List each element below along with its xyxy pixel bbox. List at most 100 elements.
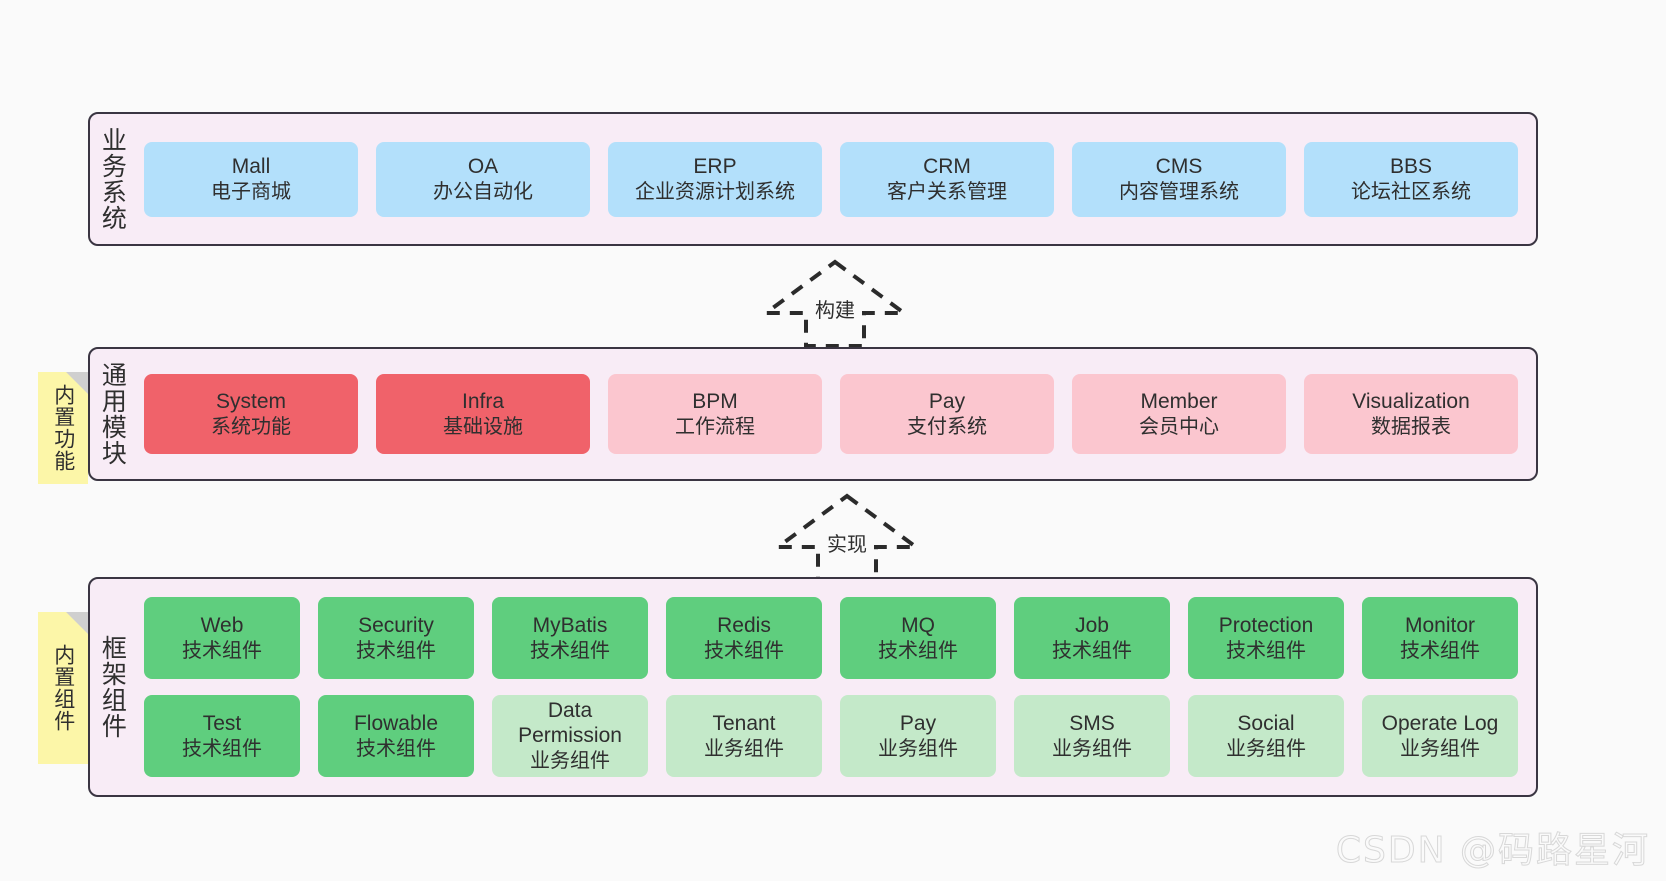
card-subtitle: 技术组件	[704, 637, 784, 662]
arrow-build: 构建	[759, 258, 911, 350]
card-title: Tenant	[712, 711, 776, 735]
card-title: ERP	[693, 154, 737, 178]
card-subtitle: 支付系统	[907, 413, 987, 438]
card-title: CMS	[1155, 154, 1203, 178]
card-title: MQ	[901, 613, 935, 637]
card-subtitle: 业务组件	[878, 735, 958, 760]
common-card-system[interactable]: System 系统功能	[144, 374, 358, 454]
card-subtitle: 电子商城	[211, 178, 291, 203]
card-subtitle: 系统功能	[211, 413, 291, 438]
card-subtitle: 业务组件	[530, 747, 610, 772]
framework-card-monitor[interactable]: Monitor 技术组件	[1362, 597, 1518, 679]
framework-card-operate-log[interactable]: Operate Log 业务组件	[1362, 695, 1518, 777]
note-label: 内置组件	[51, 644, 76, 732]
business-card-erp[interactable]: ERP 企业资源计划系统	[608, 141, 822, 217]
common-card-member[interactable]: Member 会员中心	[1072, 374, 1286, 454]
business-card-oa[interactable]: OA 办公自动化	[376, 141, 590, 217]
framework-card-flowable[interactable]: Flowable 技术组件	[318, 695, 474, 777]
common-card-visualization[interactable]: Visualization 数据报表	[1304, 374, 1518, 454]
card-subtitle: 技术组件	[356, 637, 436, 662]
card-title: SMS	[1069, 711, 1115, 735]
framework-card-mq[interactable]: MQ 技术组件	[840, 597, 996, 679]
framework-card-tenant[interactable]: Tenant 业务组件	[666, 695, 822, 777]
framework-business-row: Test 技术组件 Flowable 技术组件 Data Permission …	[144, 695, 1518, 777]
framework-card-web[interactable]: Web 技术组件	[144, 597, 300, 679]
card-subtitle: 企业资源计划系统	[635, 178, 795, 203]
card-title: Visualization	[1352, 389, 1470, 413]
common-card-infra[interactable]: Infra 基础设施	[376, 374, 590, 454]
card-subtitle: 客户关系管理	[887, 178, 1007, 203]
common-card-pay[interactable]: Pay 支付系统	[840, 374, 1054, 454]
note-builtin-functions: 内置功能	[38, 372, 88, 484]
card-subtitle: 业务组件	[1052, 735, 1132, 760]
arrow-build-shape	[759, 259, 911, 348]
layer-business-systems: 业务系统 Mall 电子商城 OA 办公自动化 ERP 企业资源计划系统 CRM…	[88, 112, 1538, 246]
card-title: Mall	[231, 154, 271, 178]
common-card-row: System 系统功能 Infra 基础设施 BPM 工作流程 Pay 支付系统…	[144, 374, 1518, 454]
framework-card-pay[interactable]: Pay 业务组件	[840, 695, 996, 777]
card-title: Operate Log	[1381, 711, 1499, 735]
card-title: Pay	[928, 389, 966, 413]
framework-tech-row: Web 技术组件 Security 技术组件 MyBatis 技术组件 Redi…	[144, 597, 1518, 679]
business-card-crm[interactable]: CRM 客户关系管理	[840, 141, 1054, 217]
card-subtitle: 业务组件	[704, 735, 784, 760]
card-title: Test	[202, 711, 242, 735]
framework-card-test[interactable]: Test 技术组件	[144, 695, 300, 777]
card-title: Flowable	[353, 711, 439, 735]
layer-common-body: System 系统功能 Infra 基础设施 BPM 工作流程 Pay 支付系统…	[134, 349, 1536, 479]
framework-card-job[interactable]: Job 技术组件	[1014, 597, 1170, 679]
card-subtitle: 技术组件	[182, 637, 262, 662]
framework-card-redis[interactable]: Redis 技术组件	[666, 597, 822, 679]
arrow-build-label: 构建	[815, 298, 855, 322]
card-subtitle: 技术组件	[182, 735, 262, 760]
framework-card-sms[interactable]: SMS 业务组件	[1014, 695, 1170, 777]
card-subtitle: 会员中心	[1139, 413, 1219, 438]
card-title: BBS	[1389, 154, 1433, 178]
framework-card-mybatis[interactable]: MyBatis 技术组件	[492, 597, 648, 679]
card-subtitle: 技术组件	[356, 735, 436, 760]
business-card-cms[interactable]: CMS 内容管理系统	[1072, 141, 1286, 217]
card-title: Job	[1075, 613, 1109, 637]
card-title: Pay	[899, 711, 937, 735]
card-title: Social	[1237, 711, 1295, 735]
framework-card-data-permission[interactable]: Data Permission 业务组件	[492, 695, 648, 777]
card-subtitle: 业务组件	[1226, 735, 1306, 760]
card-title: BPM	[692, 389, 738, 413]
card-title: Data Permission	[518, 699, 622, 748]
card-subtitle: 技术组件	[1226, 637, 1306, 662]
layer-framework-body: Web 技术组件 Security 技术组件 MyBatis 技术组件 Redi…	[134, 579, 1536, 795]
arrow-implement: 实现	[771, 492, 923, 584]
layer-framework-components: 框架组件 Web 技术组件 Security 技术组件 MyBatis 技术组件…	[88, 577, 1538, 797]
card-subtitle: 工作流程	[675, 413, 755, 438]
card-subtitle: 技术组件	[1052, 637, 1132, 662]
card-subtitle: 数据报表	[1371, 413, 1451, 438]
layer-business-title: 业务系统	[98, 127, 128, 231]
layer-common-title: 通用模块	[98, 362, 128, 466]
card-title: MyBatis	[532, 613, 608, 637]
card-subtitle: 技术组件	[530, 637, 610, 662]
card-subtitle: 技术组件	[1400, 637, 1480, 662]
card-title: Member	[1140, 389, 1218, 413]
layer-framework-title: 框架组件	[98, 635, 128, 739]
common-card-bpm[interactable]: BPM 工作流程	[608, 374, 822, 454]
layer-business-body: Mall 电子商城 OA 办公自动化 ERP 企业资源计划系统 CRM 客户关系…	[134, 114, 1536, 244]
arrow-implement-label: 实现	[827, 532, 867, 556]
framework-card-social[interactable]: Social 业务组件	[1188, 695, 1344, 777]
card-title: OA	[467, 154, 499, 178]
layer-common-modules: 通用模块 System 系统功能 Infra 基础设施 BPM 工作流程 Pay…	[88, 347, 1538, 481]
card-title: Security	[358, 613, 434, 637]
business-card-mall[interactable]: Mall 电子商城	[144, 141, 358, 217]
card-title: CRM	[923, 154, 971, 178]
card-title: Infra	[461, 389, 505, 413]
card-subtitle: 基础设施	[443, 413, 523, 438]
card-title: Protection	[1218, 613, 1314, 637]
framework-card-protection[interactable]: Protection 技术组件	[1188, 597, 1344, 679]
card-title: Redis	[717, 613, 771, 637]
note-builtin-components: 内置组件	[38, 612, 88, 764]
note-label: 内置功能	[51, 384, 76, 472]
framework-card-security[interactable]: Security 技术组件	[318, 597, 474, 679]
business-card-bbs[interactable]: BBS 论坛社区系统	[1304, 141, 1518, 217]
card-subtitle: 论坛社区系统	[1351, 178, 1471, 203]
card-title: System	[215, 389, 286, 413]
